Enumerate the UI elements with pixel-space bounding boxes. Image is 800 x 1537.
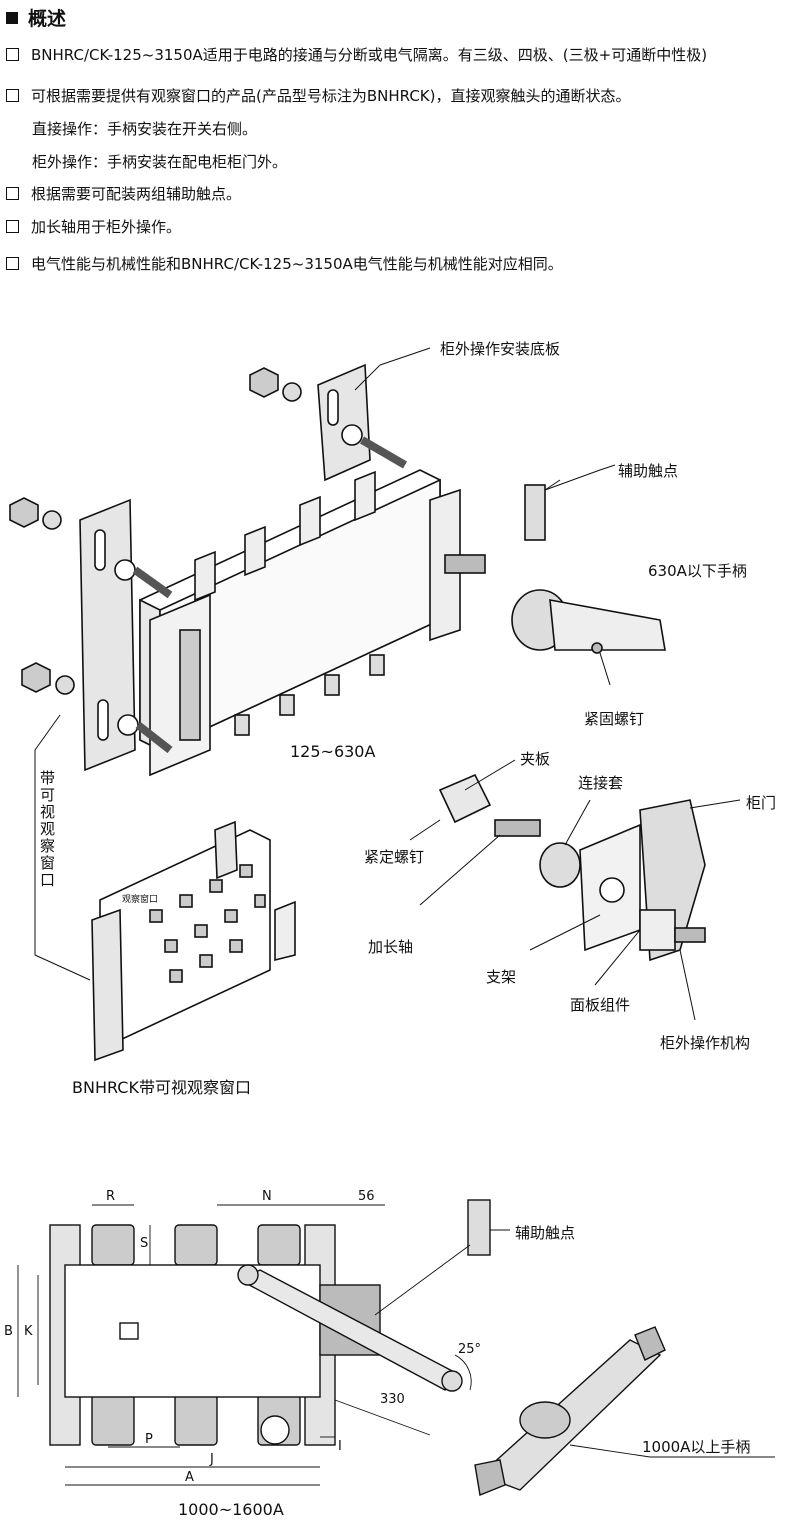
- label-handle-630: 630A以下手柄: [648, 562, 747, 580]
- bullet-item: 加长轴用于柜外操作。: [6, 216, 181, 237]
- dim-330-label: 330: [380, 1392, 405, 1407]
- label-set-screw: 紧固螺钉: [584, 710, 645, 728]
- bullet-item: 根据需要可配装两组辅助触点。: [6, 183, 241, 204]
- checkbox-icon: [6, 48, 19, 61]
- bullet-text: 根据需要可配装两组辅助触点。: [31, 185, 242, 203]
- checkbox-icon: [6, 187, 19, 200]
- exploded-switch-drawing: [9, 347, 741, 1062]
- bullet-text: BNHRC/CK-125~3150A适用于电路的接通与分断或电气隔离。有三级、四…: [31, 46, 708, 64]
- bullet-item: BNHRC/CK-125~3150A适用于电路的接通与分断或电气隔离。有三级、四…: [6, 44, 707, 65]
- sub-line-direct: 直接操作：手柄安装在开关右侧。: [32, 120, 258, 138]
- label-mechanism: 柜外操作机构: [660, 1034, 751, 1052]
- label-door: 柜门: [746, 794, 777, 812]
- label-window-small: 观察窗口: [122, 895, 159, 905]
- label-coupling: 连接套: [578, 774, 624, 792]
- dim-N-label: N: [262, 1189, 272, 1204]
- caption-125-630: 125~630A: [290, 742, 376, 761]
- label-handle-1000: 1000A以上手柄: [642, 1438, 751, 1456]
- bullet-text: 可根据需要提供有观察窗口的产品(产品型号标注为BNHRCK)，直接观察触头的通断…: [31, 87, 631, 105]
- dim-R-label: R: [106, 1189, 115, 1204]
- label-aux-contact-2: 辅助触点: [515, 1224, 576, 1242]
- heading-text: 概述: [28, 8, 67, 30]
- checkbox-icon: [6, 89, 19, 102]
- dimension-drawing: R N 56 S B K P J A I 25° 330: [4, 1189, 775, 1496]
- caption-1000-1600: 1000~1600A: [178, 1500, 284, 1519]
- label-panel: 面板组件: [570, 996, 631, 1014]
- bullet-text: 加长轴用于柜外操作。: [31, 218, 182, 236]
- dim-angle-label: 25°: [458, 1342, 481, 1357]
- caption-bnhrck: BNHRCK带可视观察窗口: [72, 1078, 251, 1097]
- dim-56-label: 56: [358, 1189, 375, 1204]
- label-window-vertical: 带可视观察窗口: [40, 769, 56, 889]
- dim-I-label: I: [338, 1439, 342, 1454]
- bullet-text: 电气性能与机械性能和BNHRC/CK-125~3150A电气性能与机械性能对应相…: [31, 255, 563, 273]
- label-aux-contact: 辅助触点: [618, 462, 679, 480]
- sub-line-external: 柜外操作：手柄安装在配电柜柜门外。: [32, 153, 288, 171]
- label-ext-shaft: 加长轴: [368, 938, 414, 956]
- label-clamp: 夹板: [520, 750, 551, 768]
- checkbox-icon: [6, 220, 19, 233]
- label-lock-screw: 紧定螺钉: [364, 848, 425, 866]
- section-heading: 概述: [6, 4, 66, 31]
- heading-square-icon: [6, 11, 18, 24]
- bullet-item: 电气性能与机械性能和BNHRC/CK-125~3150A电气性能与机械性能对应相…: [6, 253, 563, 274]
- label-bracket: 支架: [486, 968, 517, 986]
- dim-A-label: A: [185, 1470, 194, 1485]
- label-mount-plate: 柜外操作安装底板: [440, 340, 561, 358]
- dim-S-label: S: [140, 1236, 148, 1251]
- dim-P-label: P: [145, 1432, 153, 1447]
- dim-K-label: K: [24, 1324, 33, 1339]
- checkbox-icon: [6, 257, 19, 270]
- dim-J-label: J: [209, 1452, 214, 1467]
- bullet-item: 可根据需要提供有观察窗口的产品(产品型号标注为BNHRCK)，直接观察触头的通断…: [6, 85, 630, 106]
- dim-B-label: B: [4, 1324, 13, 1339]
